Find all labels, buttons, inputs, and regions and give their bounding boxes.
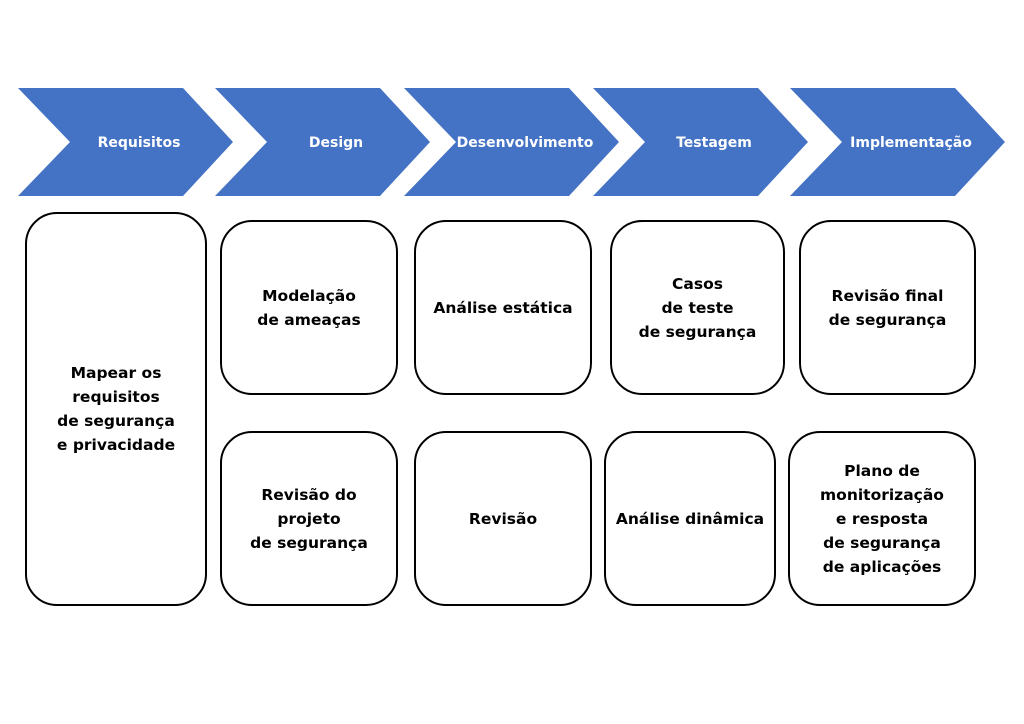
activity-text: Plano de monitorização e resposta de seg… <box>820 461 944 576</box>
chevron-shape <box>593 88 808 196</box>
activity-box-implementacao-top: Revisão final de segurança <box>799 220 976 395</box>
chevron-label-desenvolvimento: Desenvolvimento <box>457 135 594 151</box>
chevron-label-implementacao: Implementação <box>850 135 972 151</box>
activity-text: Análise estática <box>433 298 573 317</box>
chevron-design: Design <box>215 88 430 196</box>
activity-box-testagem-bottom: Análise dinâmica <box>604 431 776 606</box>
activity-text: Revisão do projeto de segurança <box>250 485 368 552</box>
activity-box-testagem-top: Casos de teste de segurança <box>610 220 785 395</box>
chevron-testagem: Testagem <box>593 88 808 196</box>
activity-text: Análise dinâmica <box>615 509 765 528</box>
activity-text: Mapear os requisitos de segurança e priv… <box>56 364 176 454</box>
activity-box-design-top: Modelação de ameaças <box>220 220 398 395</box>
activity-text: Revisão <box>468 509 538 528</box>
activity-box-desenvolvimento-top: Análise estática <box>414 220 592 395</box>
chevron-shape <box>404 88 619 196</box>
chevron-shape <box>18 88 233 196</box>
activity-box-requisitos: Mapear os requisitos de segurança e priv… <box>25 212 207 606</box>
chevron-label-requisitos: Requisitos <box>98 135 181 151</box>
chevron-implementacao: Implementação <box>790 88 1005 196</box>
chevron-requisitos: Requisitos <box>18 88 233 196</box>
activity-box-design-bottom: Revisão do projeto de segurança <box>220 431 398 606</box>
chevron-shape <box>790 88 1005 196</box>
activity-box-desenvolvimento-bottom: Revisão <box>414 431 592 606</box>
activity-text: Casos de teste de segurança <box>638 274 757 341</box>
chevron-label-design: Design <box>309 135 363 151</box>
chevron-label-testagem: Testagem <box>676 135 752 151</box>
chevron-shape <box>215 88 430 196</box>
activity-text: Modelação de ameaças <box>257 286 361 329</box>
activity-text: Revisão final de segurança <box>828 286 947 329</box>
chevron-desenvolvimento: Desenvolvimento <box>404 88 619 196</box>
activity-box-implementacao-bottom: Plano de monitorização e resposta de seg… <box>788 431 976 606</box>
